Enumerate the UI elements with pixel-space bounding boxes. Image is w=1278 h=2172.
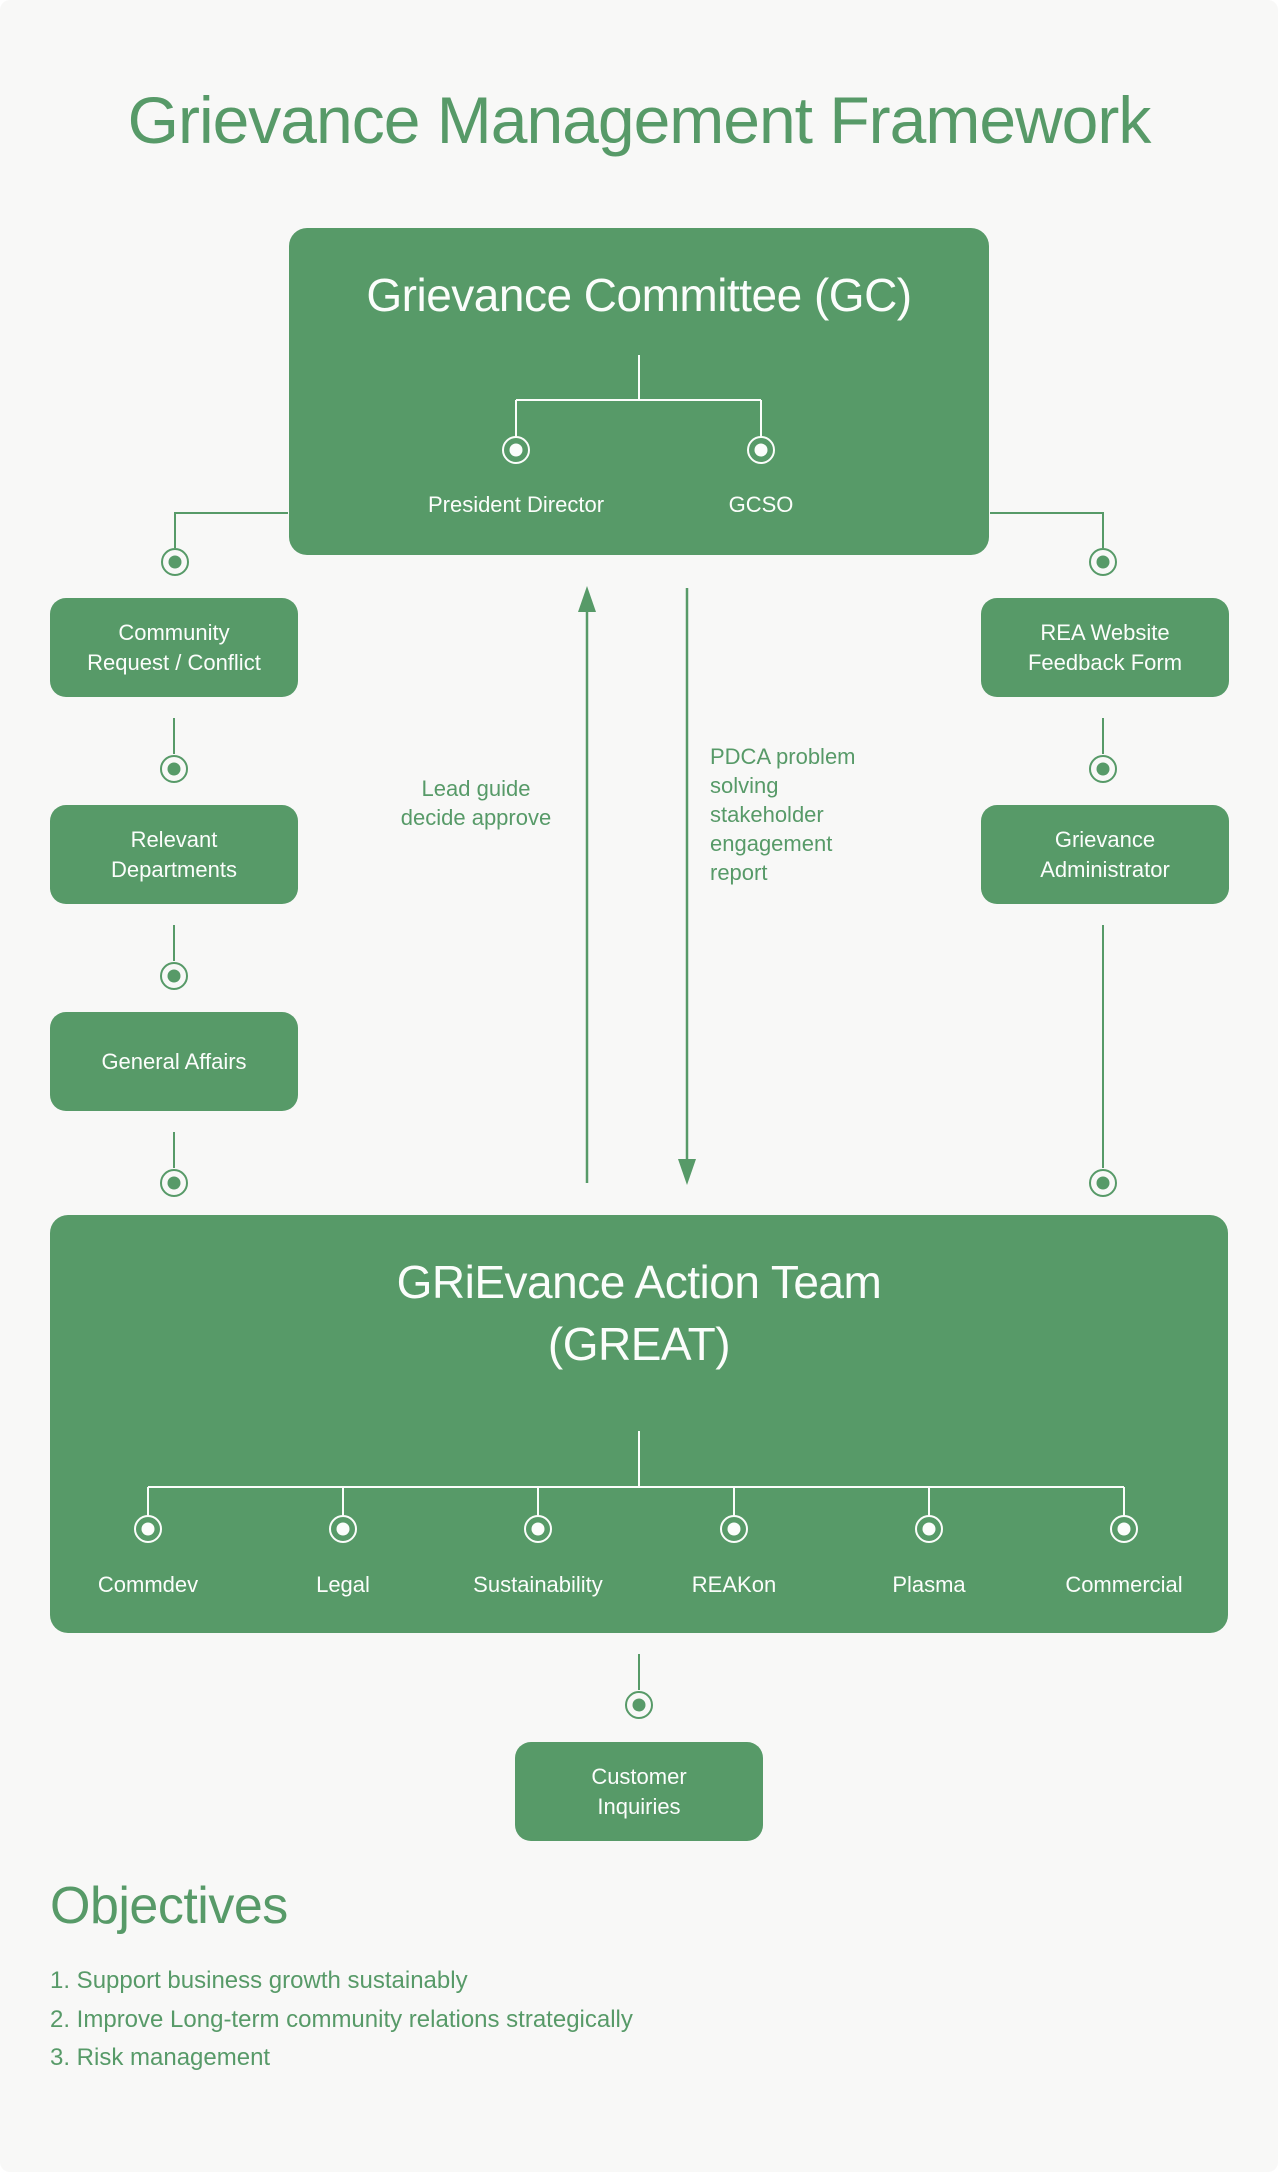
down-arrow-label: PDCA problem solving stakeholder engagem…	[710, 744, 856, 885]
customer-connector-lines	[625, 1654, 653, 1719]
customer-inquiries-box: Customer Inquiries	[515, 1742, 763, 1841]
objective-item-1: 1. Support business growth sustainably	[50, 1967, 468, 1994]
grievance-administrator-box: Grievance Administrator	[981, 805, 1229, 904]
grievance-committee-title: Grievance Committee (GC)	[366, 269, 912, 321]
page-title: Grievance Management Framework	[127, 83, 1152, 157]
objectives-heading: Objectives	[50, 1877, 288, 1935]
objective-item-3: 3. Risk management	[50, 2044, 271, 2071]
up-arrow-label: Lead guide decide approve	[400, 776, 552, 830]
grievance-action-team-box: GRiEvance Action Team (GREAT)	[50, 1215, 1228, 1633]
general-affairs-box: General Affairs	[50, 1012, 298, 1111]
great-member-plasma: Plasma	[892, 1572, 966, 1597]
relevant-departments-box: Relevant Departments	[50, 805, 298, 904]
grievance-committee-box: Grievance Committee (GC)	[289, 228, 989, 555]
objective-item-2: 2. Improve Long-term community relations…	[50, 2005, 633, 2033]
great-member-legal: Legal	[316, 1572, 370, 1597]
great-member-sustainability: Sustainability	[473, 1572, 603, 1597]
customer-node-dot	[632, 1698, 646, 1712]
up-arrow-icon	[578, 586, 596, 1183]
gc-member-gcso: GCSO	[728, 492, 794, 517]
gc-member-president-director: President Director	[427, 492, 605, 517]
great-member-commercial: Commercial	[1065, 1572, 1183, 1597]
down-arrow-icon	[678, 588, 696, 1185]
rea-website-feedback-form-box: REA Website Feedback Form	[981, 598, 1229, 697]
objectives-list: 1. Support business growth sustainably 2…	[50, 1962, 633, 2078]
great-member-reakon: REAKon	[691, 1572, 777, 1597]
grievance-action-team-title: GRiEvance Action Team (GREAT)	[396, 1256, 882, 1371]
community-request-conflict-box: Community Request / Conflict	[50, 598, 298, 697]
great-member-commdev: Commdev	[97, 1572, 199, 1597]
